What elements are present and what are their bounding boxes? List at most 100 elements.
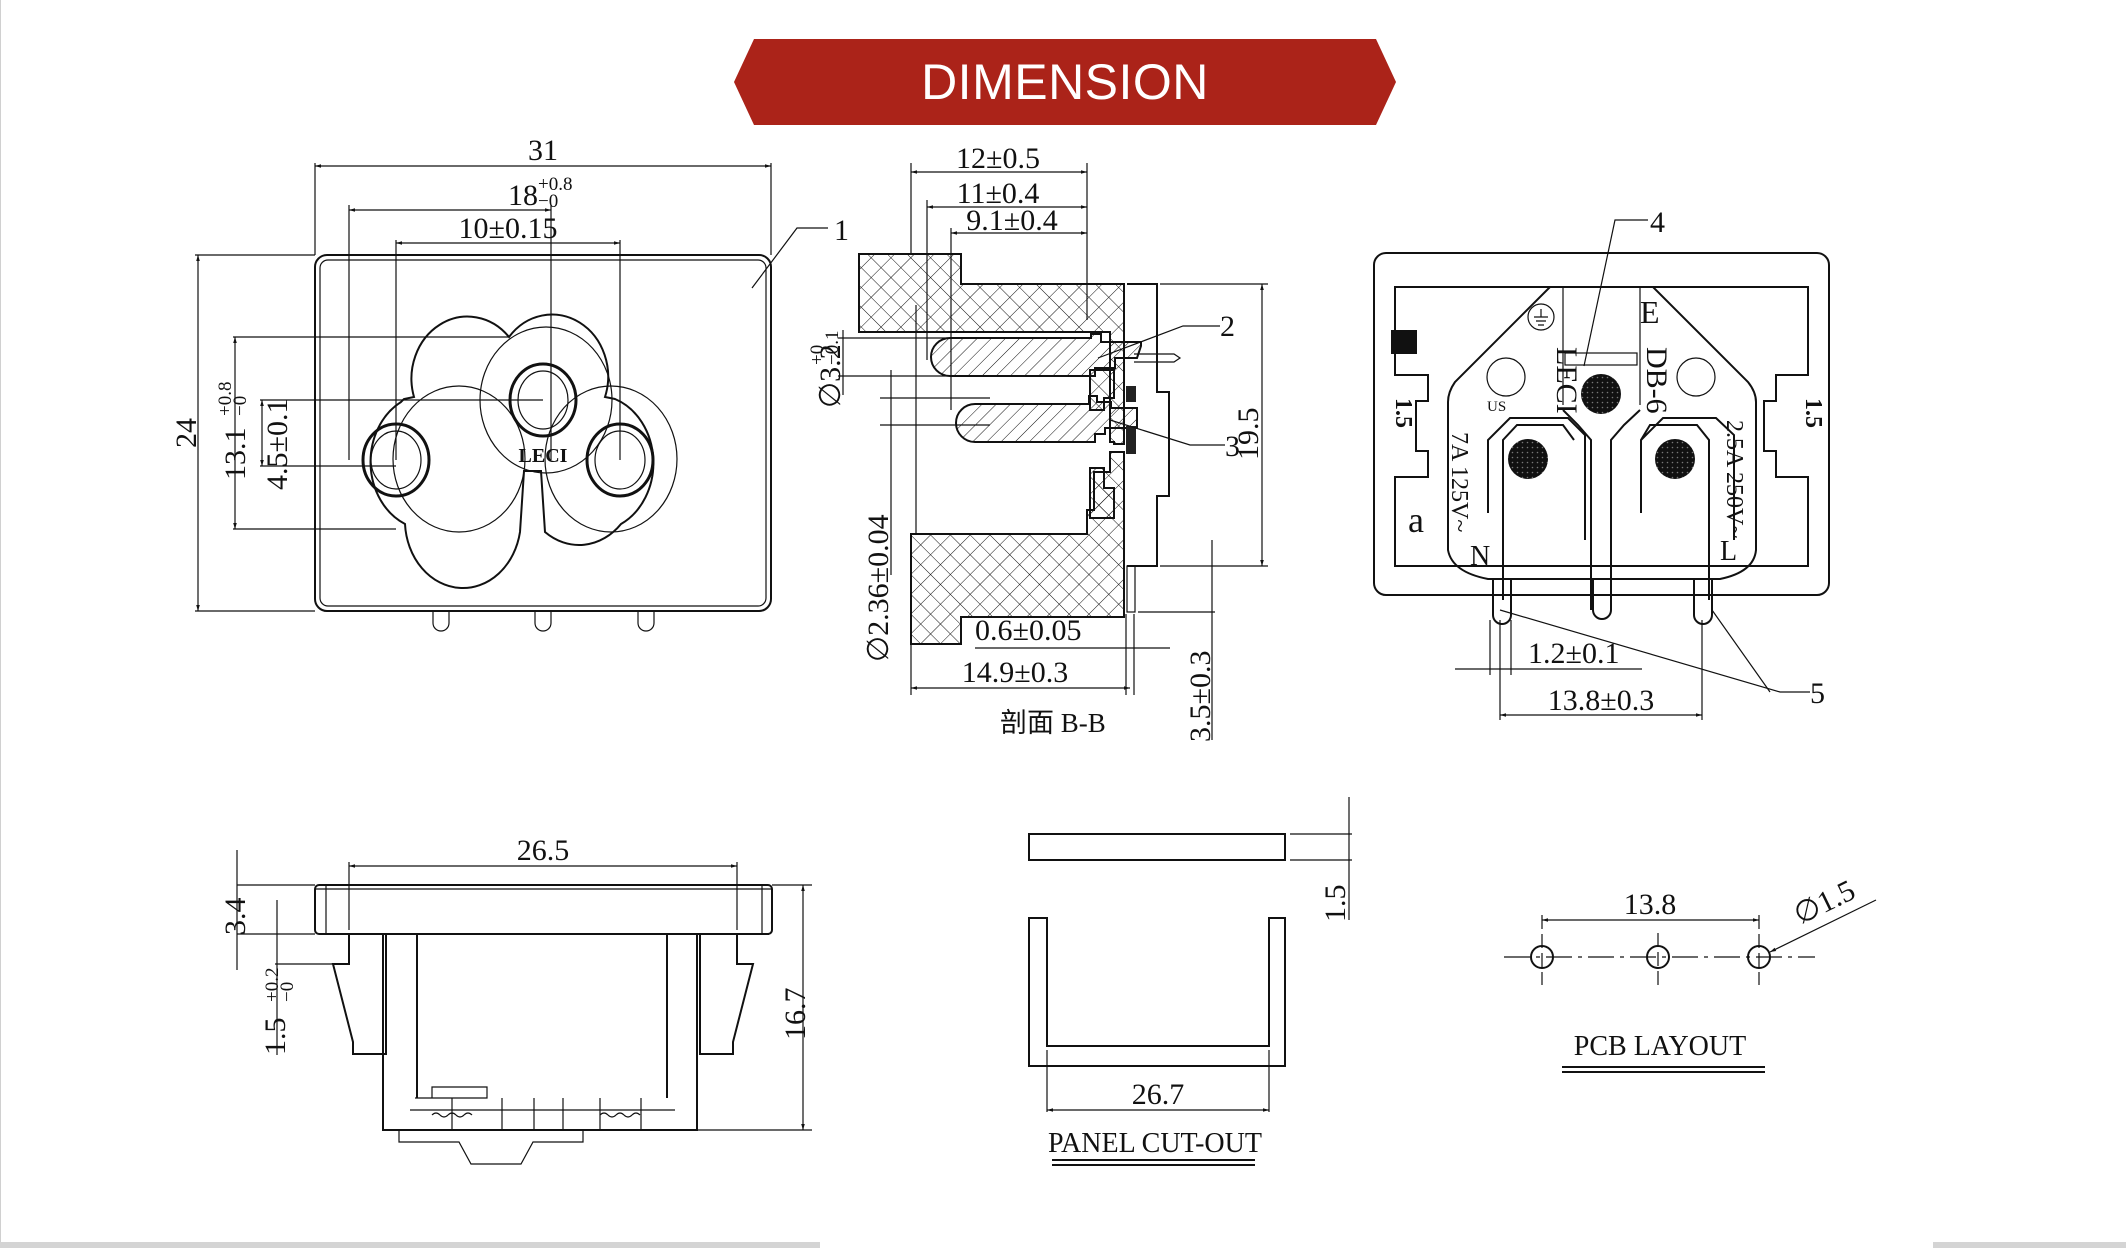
pcb-dia-leader <box>1769 899 1877 953</box>
dim-2-36: ∅2.36±0.04 <box>862 514 895 662</box>
right-marking: DB-6 <box>1640 347 1673 414</box>
side-flange <box>314 884 773 935</box>
banner-shape <box>734 39 1396 125</box>
dim-18: 18 <box>508 179 538 212</box>
dim-13-1-tol-plus: +0.8 <box>215 382 236 416</box>
neutral-contact-dot <box>1508 439 1548 479</box>
bottom-border-right <box>1933 1242 2126 1248</box>
terminal-pin <box>534 611 552 632</box>
side-terminal-teeth <box>431 1112 641 1118</box>
page-title: DIMENSION <box>921 54 1209 110</box>
socket-right-ring <box>544 385 678 533</box>
dim-4-5: 4.5±0.1 <box>261 399 294 490</box>
dim-12: 12±0.5 <box>956 142 1040 175</box>
callout-3-leader <box>1109 419 1225 446</box>
pin-e <box>1592 579 1612 620</box>
pin-l <box>1693 579 1713 625</box>
variant-label: a <box>1408 500 1424 540</box>
dim-3-2-tol-plus: +0 <box>807 345 828 365</box>
dim-31: 31 <box>528 134 558 167</box>
dim-3-4: 3.4 <box>219 898 252 936</box>
terminal-pin <box>432 611 450 632</box>
earth-terminal <box>1562 409 1641 610</box>
dim-3-5: 3.5±0.3 <box>1184 651 1217 742</box>
dim-18-tol-minus: −0 <box>538 191 558 212</box>
live-contact-dot <box>1655 439 1695 479</box>
section-terminal <box>1126 565 1136 613</box>
callout-5: 5 <box>1810 677 1825 710</box>
callout-1: 1 <box>834 214 849 247</box>
callout-1-leader <box>751 227 828 289</box>
callout-5-leader-a <box>1499 609 1810 693</box>
terminal-pin <box>637 611 655 632</box>
section-label: 剖面 B-B <box>1000 708 1106 738</box>
dim-pcb-13-8: 13.8 <box>1624 888 1677 921</box>
brand-mark: LECI <box>519 445 568 467</box>
side-mark-right: 1.5 <box>1800 398 1826 428</box>
ul-mark: US <box>1487 399 1506 415</box>
section-insert <box>1126 386 1136 402</box>
earth-slot <box>1564 352 1638 366</box>
callout-2-leader <box>1097 325 1220 359</box>
dim-1-5: 1.5 <box>259 1018 292 1056</box>
pcb-layout-label: PCB LAYOUT <box>1574 1031 1746 1062</box>
dim-10: 10±0.15 <box>459 212 558 245</box>
rating-left: 7A 125V~ <box>1446 432 1472 532</box>
section-contact-upper <box>930 333 1142 377</box>
section-insert <box>1126 426 1136 454</box>
rear-insulator <box>1447 286 1757 580</box>
ground-symbol-icon <box>1527 303 1555 331</box>
dim-0-6: 0.6±0.05 <box>975 614 1081 647</box>
dim-26-5: 26.5 <box>517 834 570 867</box>
callout-4: 4 <box>1650 206 1665 239</box>
title-banner <box>734 39 1396 125</box>
neutral-terminal <box>1487 417 1586 600</box>
dim-3-2: ∅3.2 <box>814 344 847 408</box>
cutout-outline <box>1028 917 1286 1067</box>
dim-9-1: 9.1±0.4 <box>966 204 1057 237</box>
dim-panel-1-5: 1.5 <box>1319 885 1352 923</box>
mount-hole-right <box>1676 357 1716 397</box>
dim-19-5: 19.5 <box>1232 408 1265 461</box>
socket-left-ring <box>392 385 526 533</box>
front-view: LECI 31 18 +0.8 −0 10±0.15 24 13.1 +0.8 … <box>170 134 849 632</box>
bottom-border-left <box>0 1242 820 1248</box>
rear-frame <box>1394 286 1809 567</box>
earth-label: E <box>1640 294 1660 330</box>
pcb-layout-view: 13.8 ∅1.5 PCB LAYOUT <box>1504 874 1877 1073</box>
callout-5-leader-b <box>1711 609 1771 693</box>
section-housing-lower <box>910 451 1125 645</box>
dim-13-1: 13.1 <box>219 428 252 481</box>
section-contact-lower <box>955 395 1138 443</box>
side-view: 26.5 3.4 1.5 +0.2 −0 16.7 <box>219 834 812 1165</box>
dim-pcb-dia: ∅1.5 <box>1789 874 1861 932</box>
side-mark-left: 1.5 <box>1390 398 1416 428</box>
section-view: 12±0.5 11±0.4 9.1±0.4 ∅3.2 +0 −0.1 ∅2.36… <box>807 142 1268 742</box>
mount-hole-left <box>1486 357 1526 397</box>
section-latch <box>1134 353 1182 363</box>
pin-n <box>1492 579 1512 625</box>
neutral-label: N <box>1470 541 1490 572</box>
front-body-outer <box>314 254 772 612</box>
earth-contact-dot <box>1581 374 1621 414</box>
side-body <box>331 933 769 1131</box>
callout-3: 3 <box>1225 430 1240 463</box>
panel-cutout-view: 1.5 26.7 PANEL CUT-OUT <box>1028 797 1352 1166</box>
dim-24: 24 <box>170 418 203 448</box>
live-terminal <box>1640 417 1735 600</box>
dim-1-5-tol-plus: +0.2 <box>262 968 283 1002</box>
callout-4-leader <box>1583 219 1648 367</box>
live-label: L <box>1720 536 1737 567</box>
cloverleaf-outline <box>369 313 655 590</box>
section-back-plate <box>1127 283 1170 567</box>
rear-body <box>1373 252 1830 596</box>
left-marking: LECI <box>1550 347 1583 414</box>
dim-14-9: 14.9±0.3 <box>962 656 1068 689</box>
callout-2: 2 <box>1220 310 1235 343</box>
front-body-inner <box>319 259 767 607</box>
dim-11: 11±0.4 <box>957 177 1040 210</box>
section-housing <box>858 253 1125 445</box>
kc-mark <box>1391 330 1417 354</box>
